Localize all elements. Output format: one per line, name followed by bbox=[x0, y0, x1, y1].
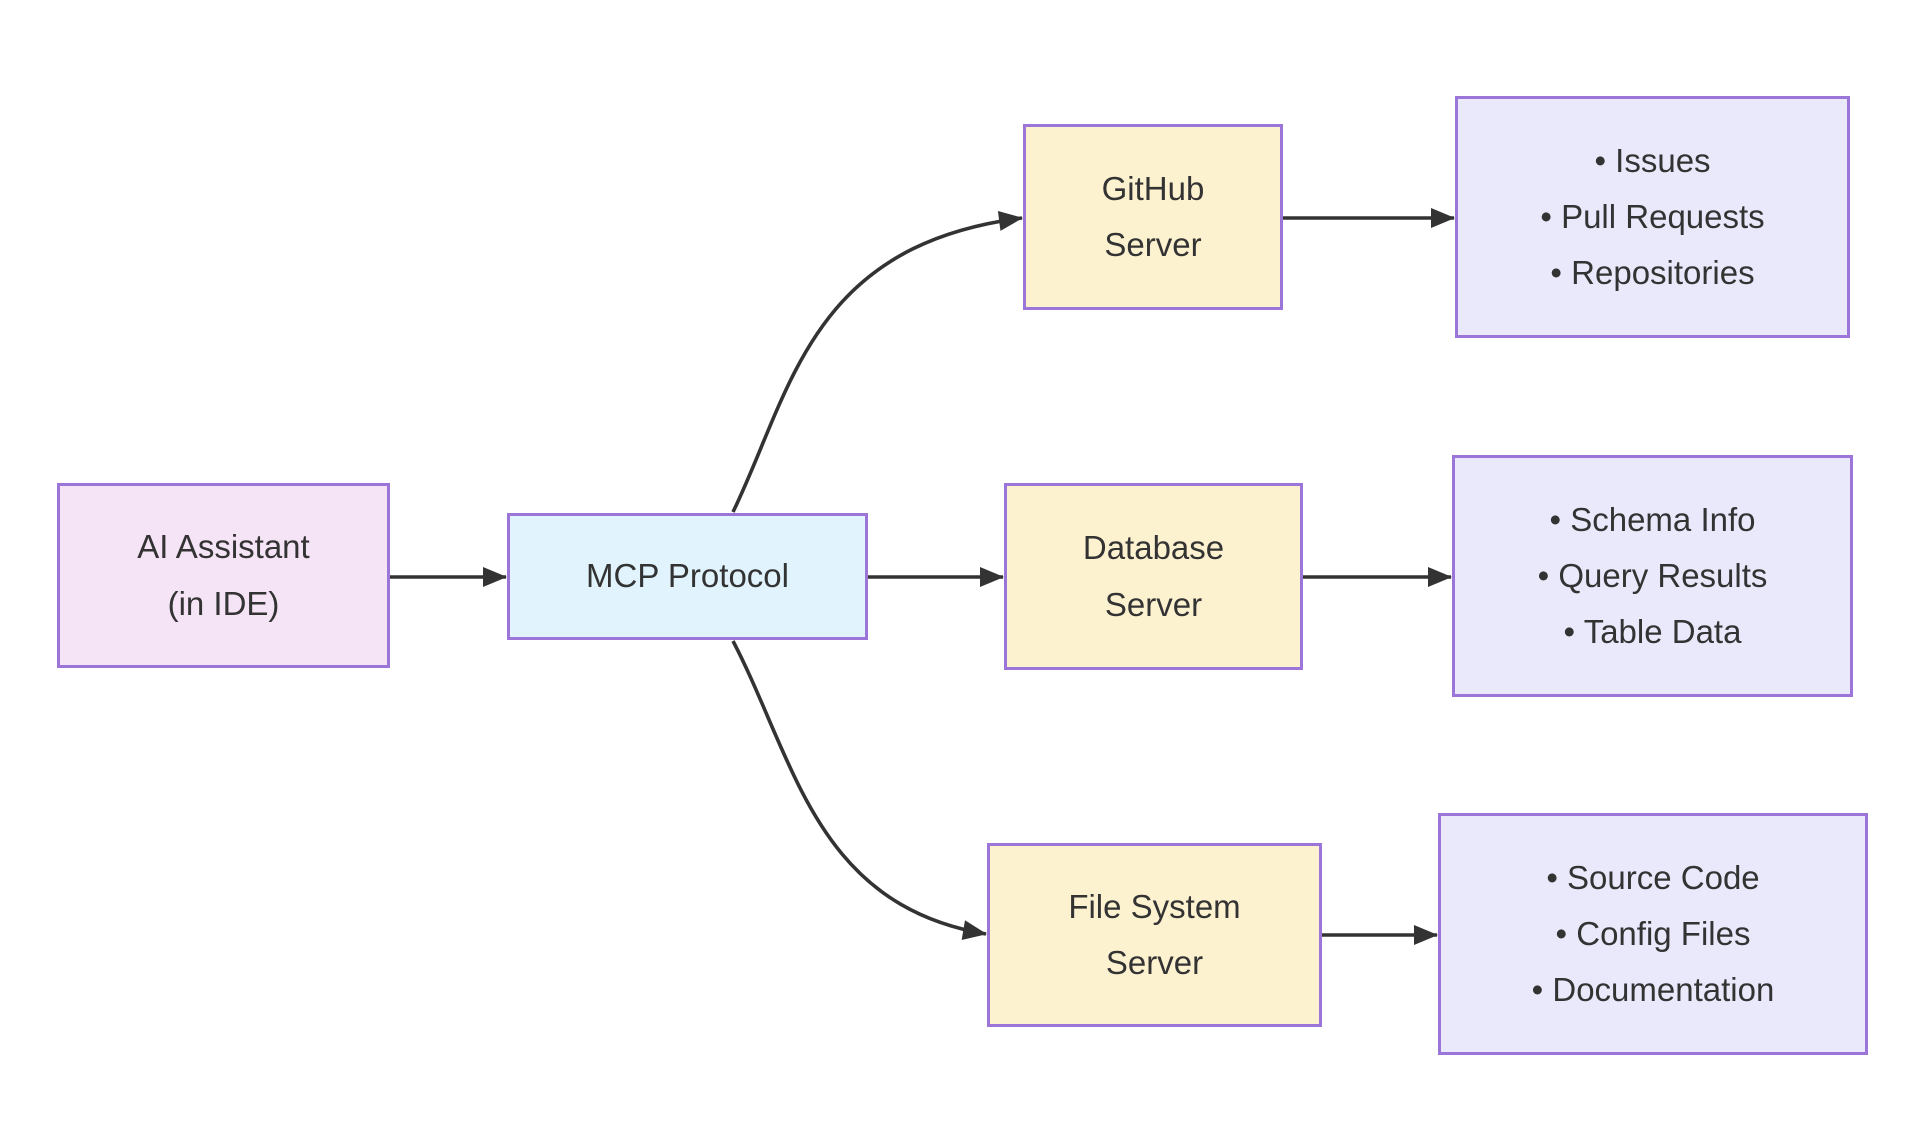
list-item: Documentation bbox=[1532, 962, 1774, 1018]
edge-mcp-to-github-server bbox=[731, 211, 1023, 513]
list-item: Pull Requests bbox=[1540, 189, 1765, 245]
node-label-line: (in IDE) bbox=[167, 584, 280, 622]
node-github-server: GitHub Server bbox=[1023, 124, 1283, 310]
edge-mcp-to-file-system-server bbox=[731, 640, 987, 940]
node-mcp-protocol: MCP Protocol bbox=[507, 513, 868, 640]
list-item: Query Results bbox=[1538, 548, 1767, 604]
node-label-line: Database bbox=[1082, 529, 1225, 567]
list-item: Config Files bbox=[1556, 906, 1750, 962]
node-label-line: File System bbox=[1068, 887, 1241, 925]
node-label-line: Server bbox=[1104, 226, 1202, 263]
node-label-line: GitHub bbox=[1101, 169, 1205, 207]
node-label-line: Server bbox=[1104, 585, 1203, 623]
node-database-resources: Schema Info Query Results Table Data bbox=[1452, 455, 1853, 697]
list-item: Source Code bbox=[1546, 850, 1760, 906]
node-label-line: MCP Protocol bbox=[586, 557, 789, 595]
node-label-line: AI Assistant bbox=[137, 528, 310, 566]
node-github-resources: Issues Pull Requests Repositories bbox=[1455, 96, 1850, 338]
list-item: Schema Info bbox=[1549, 492, 1755, 548]
node-label-line: Server bbox=[1105, 944, 1204, 981]
node-database-server: Database Server bbox=[1004, 483, 1303, 670]
node-file-system-resources: Source Code Config Files Documentation bbox=[1438, 813, 1868, 1055]
list-item: Issues bbox=[1594, 133, 1710, 189]
list-item: Repositories bbox=[1550, 245, 1754, 301]
node-ai-assistant: AI Assistant (in IDE) bbox=[57, 483, 390, 668]
list-item: Table Data bbox=[1564, 604, 1742, 660]
node-file-system-server: File System Server bbox=[987, 843, 1322, 1027]
